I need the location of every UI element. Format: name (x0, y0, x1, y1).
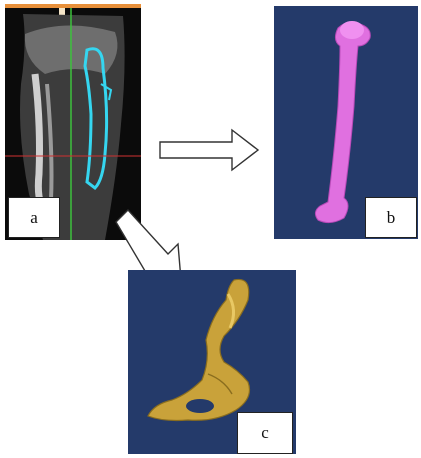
femur-bone (315, 23, 370, 223)
pelvis-model-panel: c (128, 270, 296, 454)
panel-label-b: b (365, 197, 417, 238)
femoral-head (340, 21, 364, 39)
femur-model-panel: b (274, 6, 418, 239)
right-arrow-icon (160, 130, 258, 170)
panel-label-c: c (237, 412, 293, 454)
obturator-foramen (186, 399, 214, 413)
